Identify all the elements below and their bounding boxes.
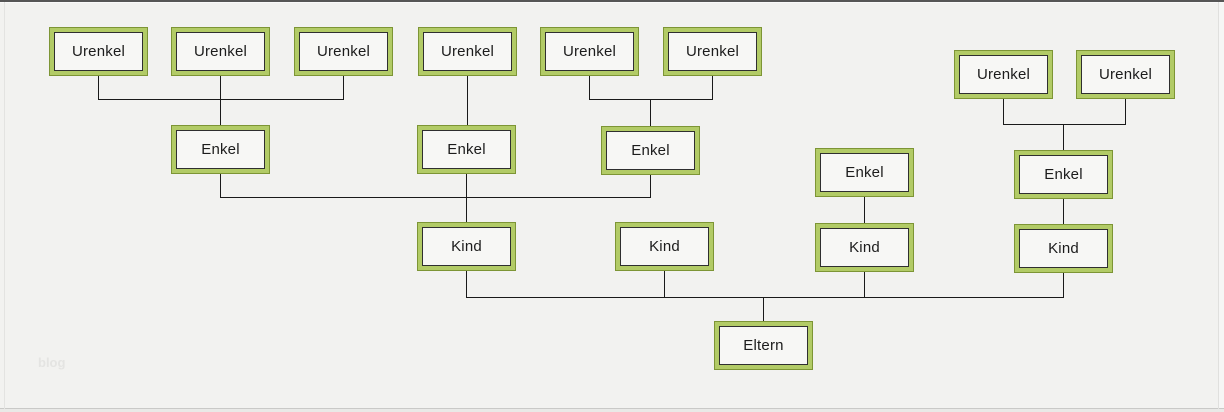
connector-line: [98, 99, 344, 100]
connector-line: [466, 271, 467, 298]
node-label: Kind: [849, 239, 880, 256]
connector-line: [220, 76, 221, 125]
connector-line: [343, 76, 344, 100]
node-enkel-5: Enkel: [1014, 150, 1113, 199]
node-inner: Kind: [620, 227, 709, 266]
left-border-line: [4, 2, 5, 409]
connector-line: [1063, 199, 1064, 224]
node-inner: Eltern: [719, 326, 808, 365]
connector-line: [650, 99, 651, 126]
top-border-line: [0, 0, 1224, 3]
connector-line: [1003, 124, 1126, 125]
node-label: Kind: [451, 238, 482, 255]
node-label: Urenkel: [71, 43, 126, 60]
node-urenkel-1: Urenkel: [49, 27, 148, 76]
node-urenkel-6: Urenkel: [663, 27, 762, 76]
node-inner: Enkel: [422, 130, 511, 169]
node-label: Urenkel: [562, 43, 617, 60]
connector-line: [864, 197, 865, 223]
node-urenkel-3: Urenkel: [294, 27, 393, 76]
node-label: Enkel: [845, 164, 884, 181]
node-enkel-1: Enkel: [171, 125, 270, 174]
node-label: Enkel: [201, 141, 240, 158]
node-enkel-3: Enkel: [601, 126, 700, 175]
node-label: Urenkel: [976, 66, 1031, 83]
connector-line: [466, 297, 1064, 298]
node-label: Enkel: [1044, 166, 1083, 183]
node-inner: Urenkel: [959, 55, 1048, 94]
node-inner: Urenkel: [176, 32, 265, 71]
node-inner: Urenkel: [668, 32, 757, 71]
connector-line: [712, 76, 713, 100]
right-border-line: [1218, 2, 1219, 409]
node-inner: Urenkel: [299, 32, 388, 71]
connector-line: [467, 76, 468, 125]
node-inner: Enkel: [176, 130, 265, 169]
node-label: Urenkel: [193, 43, 248, 60]
node-inner: Enkel: [606, 131, 695, 170]
connector-line: [220, 197, 651, 198]
node-inner: Kind: [1019, 229, 1108, 268]
connector-line: [466, 174, 467, 222]
node-label: Urenkel: [1098, 66, 1153, 83]
watermark-text: blog: [38, 355, 66, 370]
node-label: Kind: [1048, 240, 1079, 257]
connector-line: [1125, 99, 1126, 124]
node-inner: Urenkel: [54, 32, 143, 71]
node-inner: Urenkel: [545, 32, 634, 71]
connector-line: [864, 272, 865, 298]
connector-line: [1003, 99, 1004, 124]
node-kind-4: Kind: [1014, 224, 1113, 273]
node-urenkel-2: Urenkel: [171, 27, 270, 76]
connector-line: [650, 175, 651, 198]
connector-line: [1063, 273, 1064, 298]
connector-line: [1063, 124, 1064, 150]
node-inner: Kind: [820, 228, 909, 267]
node-inner: Urenkel: [1081, 55, 1170, 94]
node-inner: Enkel: [820, 153, 909, 192]
node-enkel-2: Enkel: [417, 125, 516, 174]
node-kind-3: Kind: [815, 223, 914, 272]
node-urenkel-8: Urenkel: [1076, 50, 1175, 99]
node-label: Enkel: [447, 141, 486, 158]
connector-line: [589, 76, 590, 100]
node-label: Urenkel: [316, 43, 371, 60]
node-label: Kind: [649, 238, 680, 255]
node-label: Urenkel: [685, 43, 740, 60]
node-urenkel-5: Urenkel: [540, 27, 639, 76]
node-inner: Enkel: [1019, 155, 1108, 194]
connector-line: [98, 76, 99, 100]
connector-line: [763, 297, 764, 321]
bottom-border-line: [0, 408, 1224, 412]
node-label: Enkel: [631, 142, 670, 159]
node-label: Eltern: [743, 337, 784, 354]
right-margin: [1219, 2, 1224, 409]
connector-line: [220, 174, 221, 198]
node-inner: Kind: [422, 227, 511, 266]
node-urenkel-7: Urenkel: [954, 50, 1053, 99]
node-label: Urenkel: [440, 43, 495, 60]
node-enkel-4: Enkel: [815, 148, 914, 197]
connector-line: [589, 99, 713, 100]
node-urenkel-4: Urenkel: [418, 27, 517, 76]
node-eltern: Eltern: [714, 321, 813, 370]
node-inner: Urenkel: [423, 32, 512, 71]
node-kind-2: Kind: [615, 222, 714, 271]
node-kind-1: Kind: [417, 222, 516, 271]
connector-line: [664, 271, 665, 298]
